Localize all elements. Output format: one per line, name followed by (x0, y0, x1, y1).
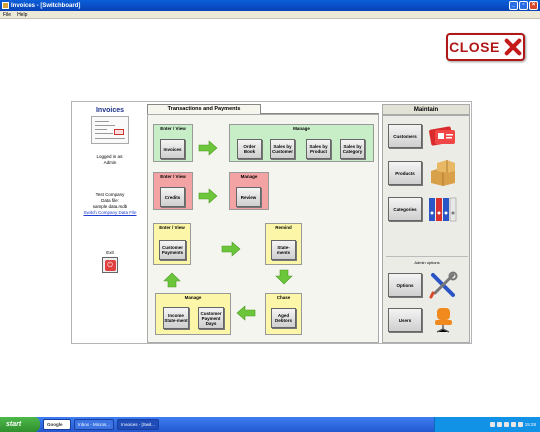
taskbar-item-inbox[interactable]: Inbox - Micros... (74, 419, 115, 430)
sales-by-category-button[interactable]: Sales by Category (340, 139, 365, 159)
menubar: File Help (0, 11, 540, 19)
credits-box: Enter / View Credits (153, 172, 193, 210)
tray-icon[interactable] (489, 422, 495, 427)
invoices-box: Enter / View Invoices (153, 124, 193, 162)
income-statement-button[interactable]: Income State-ment (163, 307, 189, 329)
switchboard-panel: Invoices Logged in as: Admin Test Compan… (71, 101, 472, 344)
products-button[interactable]: Products (388, 161, 422, 185)
arrow-up-icon (163, 272, 181, 288)
logged-in-user: Admin (103, 160, 117, 165)
invoice-thumbnail-icon (91, 116, 129, 144)
review-box-title: Manage (240, 174, 258, 179)
close-x-icon (504, 38, 522, 56)
left-info-column: Invoices Logged in as: Admin Test Compan… (72, 102, 148, 343)
taskbar-item-invoices[interactable]: Invoices - [Swit... (117, 419, 160, 430)
manage-sales-box: Manage Order Book Sales by Customer Sale… (229, 124, 374, 162)
payments-box: Enter / View Customer Payments (153, 223, 191, 265)
manage-sales-title: Manage (293, 126, 310, 131)
review-button[interactable]: Review (236, 187, 261, 207)
office-chair-icon (435, 308, 452, 333)
menu-file[interactable]: File (3, 11, 12, 18)
maintain-header: Maintain (382, 104, 470, 115)
arrow-down-icon (275, 269, 293, 285)
switch-company-link[interactable]: Switch Company Data File (83, 210, 137, 215)
arrow-right-icon (198, 188, 218, 204)
tools-icon (429, 271, 458, 299)
arrow-right-icon (198, 140, 218, 156)
data-file-name: sample data.mdb (92, 204, 128, 209)
tray-icon[interactable] (496, 422, 502, 427)
window-close-button[interactable]: × (529, 1, 538, 10)
start-button[interactable]: start (0, 417, 40, 432)
exit-button[interactable]: ⏻ (102, 257, 118, 273)
transactions-header: Transactions and Payments (147, 104, 261, 114)
arrow-left-icon (236, 305, 256, 321)
customer-payment-days-button[interactable]: Customer Payment Days (198, 307, 224, 329)
order-book-button[interactable]: Order Book (237, 139, 262, 159)
google-search-box[interactable]: Google (43, 419, 71, 430)
admin-separator (386, 256, 468, 257)
tray-icon[interactable] (510, 422, 516, 427)
system-tray: 15:28 (434, 417, 540, 432)
maintain-area: Customers Products Categories Admin opti… (382, 115, 470, 343)
review-box: Manage Review (229, 172, 269, 210)
taskbar: start Google Inbox - Micros... Invoices … (0, 417, 540, 432)
menu-help[interactable]: Help (17, 11, 28, 18)
manage-finance-title: Manage (184, 295, 202, 300)
power-icon: ⏻ (104, 259, 116, 271)
arrow-right-icon (221, 241, 241, 257)
app-title: Invoices (95, 107, 124, 114)
chase-box-title: Chase (276, 295, 291, 300)
restore-button[interactable]: ▫ (519, 1, 528, 10)
remind-box-title: Remind (275, 225, 292, 230)
admin-options-label: Admin options (414, 260, 440, 265)
tray-icon[interactable] (503, 422, 509, 427)
transactions-area: Enter / View Invoices Manage Order Book … (147, 114, 379, 343)
logged-in-label: Logged in as: (96, 154, 124, 159)
window-titlebar: Invoices - [Switchboard] _ ▫ × (0, 0, 540, 11)
invoices-button[interactable]: Invoices (160, 139, 185, 159)
options-button[interactable]: Options (388, 273, 422, 297)
exit-label: Exit (106, 250, 114, 255)
minimize-button[interactable]: _ (509, 1, 518, 10)
window-title: Invoices - [Switchboard] (11, 2, 81, 9)
credits-button[interactable]: Credits (160, 187, 185, 207)
credits-box-title: Enter / View (160, 174, 186, 179)
aged-debtors-button[interactable]: Aged Debtors (271, 308, 296, 328)
statements-button[interactable]: State-ments (271, 240, 296, 260)
invoices-box-title: Enter / View (160, 126, 186, 131)
company-name: Test Company (95, 192, 125, 197)
customer-payments-button[interactable]: Customer Payments (159, 240, 186, 260)
contact-cards-icon (429, 126, 455, 146)
sales-by-customer-button[interactable]: Sales by Customer (270, 139, 295, 159)
tray-icon[interactable] (517, 422, 523, 427)
remind-box: Remind State-ments (265, 223, 302, 265)
payments-box-title: Enter / View (159, 225, 185, 230)
manage-finance-box: Manage Income State-ment Customer Paymen… (155, 293, 231, 335)
close-switchboard-button[interactable]: CLOSE (446, 33, 525, 61)
boxes-icon (431, 160, 455, 186)
categories-button[interactable]: Categories (388, 197, 422, 221)
app-icon (2, 2, 9, 9)
binders-icon (429, 197, 457, 222)
chase-box: Chase Aged Debtors (265, 293, 302, 335)
users-button[interactable]: Users (388, 308, 422, 332)
sales-by-product-button[interactable]: Sales by Product (306, 139, 331, 159)
customers-button[interactable]: Customers (388, 124, 422, 148)
close-label: CLOSE (449, 39, 500, 55)
clock: 15:28 (524, 422, 536, 427)
data-file-label: Data file: (101, 198, 119, 203)
